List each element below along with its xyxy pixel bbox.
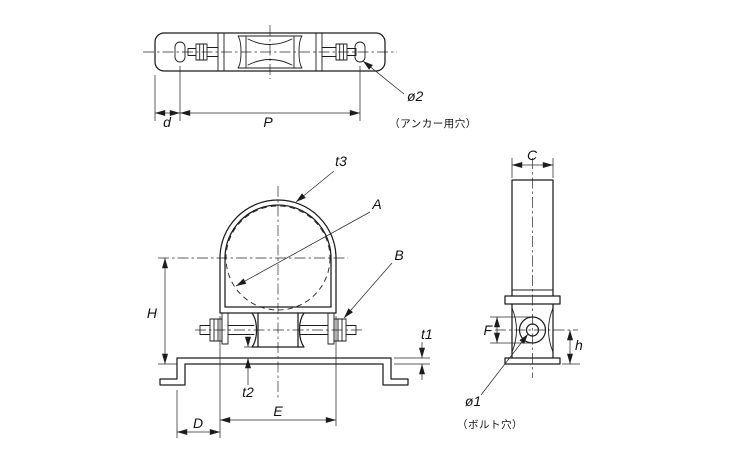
front-view: H t1 t2 D E t3 A — [147, 153, 433, 438]
dim-h-lower: h — [562, 330, 583, 365]
clamp-body-side-view — [504, 179, 561, 365]
dim-label-c: C — [527, 147, 538, 163]
thickness-label-t1: t1 — [421, 326, 433, 342]
hole-note-anchor: （アンカー用穴） — [389, 117, 477, 130]
bolt-assembly-left — [199, 318, 255, 342]
dim-d-p: d P — [154, 66, 361, 130]
anchor-slot-right — [354, 41, 366, 63]
callout-b: B — [343, 247, 404, 319]
bolt-assembly-right — [299, 318, 357, 342]
pipe-circle — [225, 205, 331, 311]
dim-h-height: H — [147, 258, 177, 365]
callout-t3: t3 — [295, 153, 347, 203]
roller-waist-side-view — [511, 307, 554, 353]
anchor-slot-left — [174, 41, 186, 63]
dim-label-b: B — [394, 247, 403, 263]
hole-note-bolt: （ボルト穴） — [457, 418, 523, 431]
dim-label-e: E — [273, 403, 283, 419]
side-view: C F h ø1 （ボルト穴） — [457, 147, 583, 431]
roller-top-view — [237, 35, 303, 69]
leader-phi2 — [362, 60, 405, 95]
callout-phi2: ø2 （アンカー用穴） — [362, 60, 477, 130]
dim-extension-c — [511, 158, 554, 178]
hole-label-phi2: ø2 — [407, 88, 424, 104]
dim-label-h-lower: h — [575, 337, 583, 353]
dim-t2: t2 — [242, 336, 254, 400]
side-view-centerlines — [495, 158, 578, 378]
dim-extension-t1 — [394, 357, 430, 365]
dim-t1: t1 — [394, 326, 433, 380]
dim-c: C — [511, 147, 554, 178]
hole-label-phi1: ø1 — [465, 393, 481, 409]
leader-b — [343, 262, 393, 319]
dim-label-d-width: D — [193, 415, 203, 431]
top-view: d P ø2 （アンカー用穴） — [143, 25, 477, 130]
dim-label-f: F — [483, 322, 493, 338]
bolt-hole-circle — [525, 323, 540, 337]
base-channel — [159, 357, 409, 386]
thickness-label-t2: t2 — [242, 384, 254, 400]
leader-a — [235, 211, 371, 287]
bolt-boss-circle — [518, 316, 547, 344]
dim-label-h-upper: H — [147, 305, 158, 321]
roller-front-view — [251, 312, 305, 348]
dim-d-e: D E — [176, 316, 337, 438]
leader-t3 — [295, 170, 335, 203]
dim-label-a: A — [371, 196, 381, 212]
callout-phi1: ø1 （ボルト穴） — [457, 333, 529, 431]
thickness-label-t3: t3 — [335, 153, 347, 169]
bolt-right-top-view — [321, 43, 357, 61]
leader-phi1 — [480, 333, 529, 396]
callout-a: A — [235, 196, 382, 287]
dim-label-p: P — [263, 114, 273, 130]
dim-label-d: d — [163, 114, 172, 130]
base-plate-top-view — [154, 32, 386, 72]
bolt-left-top-view — [187, 43, 219, 61]
dim-f: F — [483, 316, 530, 344]
saddle-plate-edges-top-view — [217, 32, 323, 72]
clamp-band — [219, 199, 337, 314]
